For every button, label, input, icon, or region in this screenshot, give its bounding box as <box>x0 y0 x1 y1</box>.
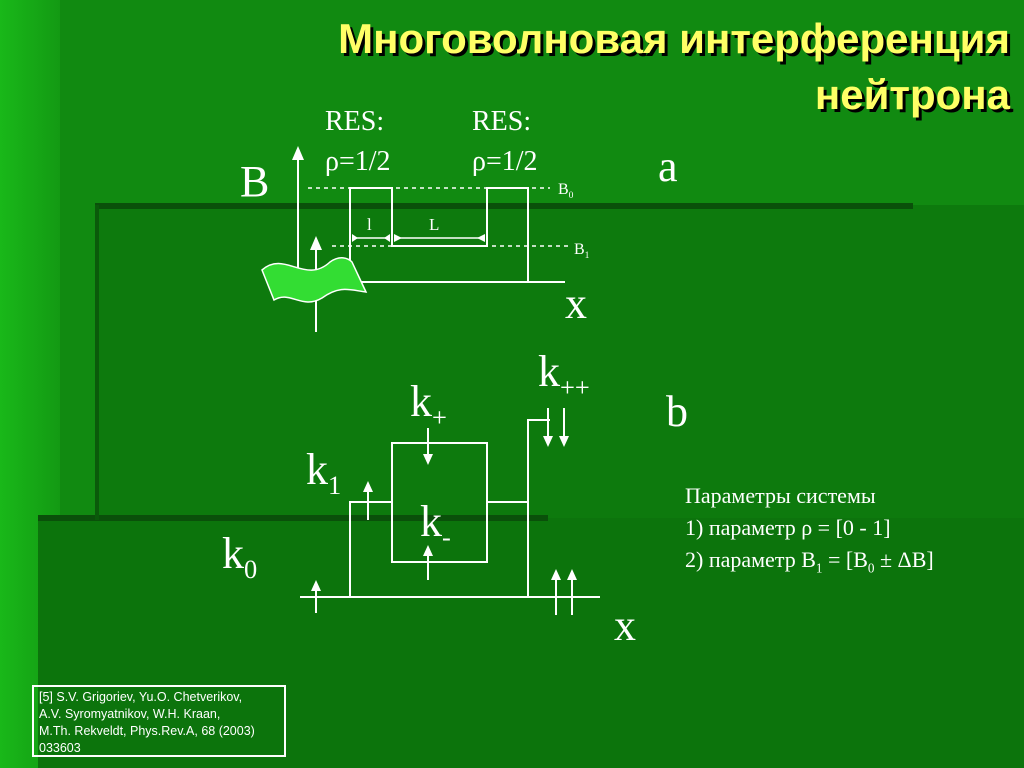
background-shadow-strip <box>38 515 548 521</box>
kplus-label: k+ <box>410 377 447 432</box>
arrow-kout-head-1 <box>551 569 561 580</box>
axis-b-label: B <box>240 157 270 206</box>
wave-vector-lower-path <box>391 502 488 563</box>
arrow-k1-head <box>363 481 373 492</box>
flag-wave-icon <box>261 257 368 303</box>
background-band-lower <box>38 518 1024 768</box>
background-shadow-strip <box>95 203 913 209</box>
axis-b1-arrowhead <box>310 236 322 250</box>
background-shadow-strip <box>95 205 99 520</box>
res-left-line1: RES: <box>325 106 385 137</box>
dimension-L-label: L <box>429 215 440 234</box>
arrow-kpp-head-1 <box>543 436 553 447</box>
axis-x-label-b: x <box>614 601 636 650</box>
wave-vector-outer-path <box>349 419 550 597</box>
panel-a-label: a <box>658 142 678 191</box>
reference-line: M.Th. Rekveldt, Phys.Rev.A, 68 (2003) <box>39 724 255 738</box>
reference-line: 033603 <box>39 741 81 755</box>
k0-label: k0 <box>222 529 258 584</box>
k1-label: k1 <box>306 445 342 500</box>
axis-x-label-a: x <box>565 279 587 328</box>
axis-b-arrowhead <box>292 146 304 160</box>
dimension-l-label: l <box>367 215 372 234</box>
slide-title-line1: Многоволновая интерференция <box>338 15 1010 62</box>
arrow-k0-head <box>311 580 321 591</box>
kpp-label: k++ <box>538 347 590 402</box>
res-left-line2: ρ=1/2 <box>325 146 391 177</box>
params-item-b1: 2) параметр B1 = [B0 ± ΔB] <box>685 547 934 576</box>
field-profile-line <box>349 187 529 282</box>
b1-label: B1 <box>574 241 590 262</box>
dimension-l-arrowhead-right <box>384 234 390 242</box>
arrow-kpp-head-2 <box>559 436 569 447</box>
slide-title-line2: нейтрона <box>814 71 1010 118</box>
kminus-label: k- <box>420 497 451 552</box>
dimension-L-arrowhead-right <box>477 234 485 242</box>
dimension-L-arrowhead-left <box>394 234 402 242</box>
system-parameters: Параметры системы 1) параметр ρ = [0 - 1… <box>685 480 934 584</box>
params-heading: Параметры системы <box>685 483 876 508</box>
reference-citation-box: [5] S.V. Grigoriev, Yu.O. Chetverikov, A… <box>32 685 286 757</box>
reference-line: A.V. Syromyatnikov, W.H. Kraan, <box>39 707 221 721</box>
b0-label: B0 <box>558 181 574 202</box>
dimension-l-arrowhead-left <box>352 234 358 242</box>
arrow-kminus-head <box>423 545 433 556</box>
arrow-kout-head-2 <box>567 569 577 580</box>
params-item-rho: 1) параметр ρ = [0 - 1] <box>685 515 891 540</box>
res-right-line1: RES: <box>472 106 532 137</box>
reference-line: [5] S.V. Grigoriev, Yu.O. Chetverikov, <box>39 690 243 704</box>
res-right-line2: ρ=1/2 <box>472 146 538 177</box>
panel-b-label: b <box>666 387 688 436</box>
arrow-kplus-head <box>423 454 433 465</box>
